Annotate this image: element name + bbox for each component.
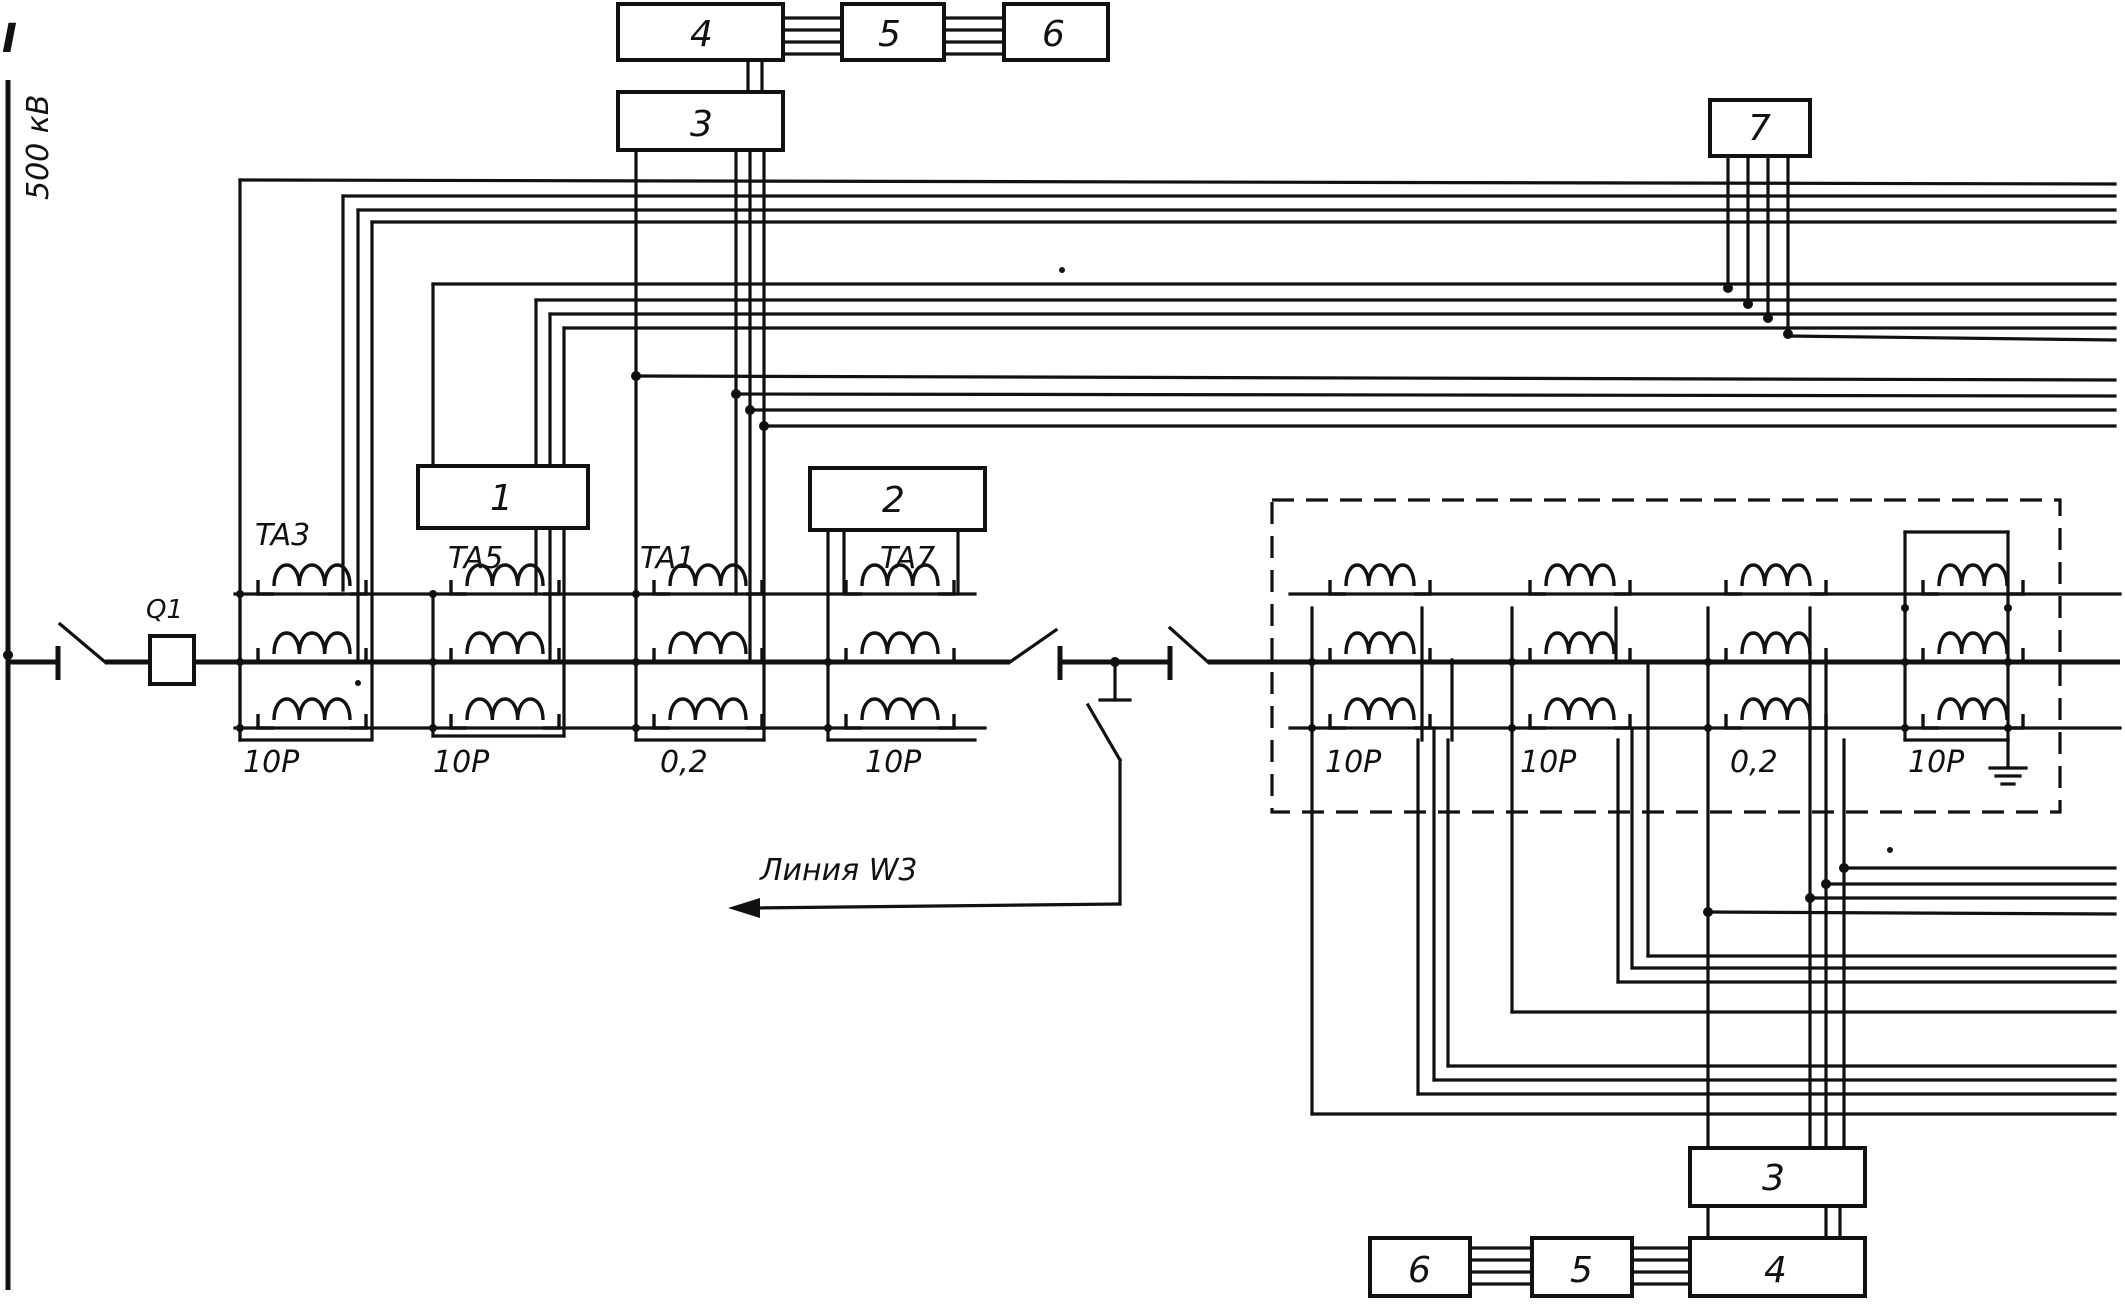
block-3-bottom	[1688, 1146, 1867, 1208]
block-5-bottom-label: 5	[1570, 1250, 1593, 1291]
main-line-left: Q1 Линия W3	[8, 595, 1173, 918]
ta-r1-class: 10P	[1325, 745, 1382, 780]
block-2	[808, 466, 987, 532]
ct-left-0-0	[256, 563, 368, 596]
block-7	[1708, 98, 1812, 158]
enclosure-dashed	[1270, 498, 2062, 814]
block-5-top-label: 5	[878, 14, 901, 55]
ta7-wiring	[824, 528, 977, 742]
ct-right-2-0	[1724, 563, 1828, 596]
right-bundle-top	[1786, 334, 2117, 342]
ta-r2-class: 10P	[1520, 745, 1577, 780]
block-6-bottom-label: 6	[1408, 1250, 1431, 1291]
block-4-top-label: 4	[690, 14, 713, 55]
right-wiring	[1308, 530, 2117, 1150]
ct-left-1-2	[449, 697, 561, 730]
busbar-id: I	[2, 16, 17, 62]
ta3-label: TA3	[255, 518, 310, 553]
ta5-label: TA5	[448, 541, 503, 576]
block-2-label: 2	[882, 480, 905, 521]
block-1	[416, 464, 590, 530]
block-4-top	[616, 2, 785, 62]
block-3-top	[616, 90, 785, 152]
ct-right-1-2	[1528, 697, 1632, 730]
ct-left-2-2	[652, 697, 764, 730]
ta5-wiring	[429, 282, 2117, 738]
busbar: I 500 кВ	[2, 16, 56, 1290]
ta3-wiring	[236, 178, 2117, 742]
block-5-top	[840, 2, 946, 62]
ta-r3-class: 0,2	[1730, 745, 1778, 780]
ta7-label: TA7	[880, 541, 935, 576]
ta5-class: 10P	[433, 745, 490, 780]
ct-right-0-1	[1328, 631, 1432, 664]
ct-right-1-1	[1528, 631, 1632, 664]
block-3-bottom-label: 3	[1762, 1158, 1785, 1199]
block-4-bottom-label: 4	[1764, 1250, 1787, 1291]
ct-left-3-2	[844, 697, 956, 730]
ta1-class: 0,2	[660, 745, 708, 780]
block-6-top-label: 6	[1042, 14, 1065, 55]
block-1-label: 1	[490, 478, 513, 519]
block-3-top-label: 3	[690, 104, 713, 145]
ta-r4-class: 10P	[1908, 745, 1965, 780]
ct-left-0-1	[256, 631, 368, 664]
ct-left-1-1	[449, 631, 561, 664]
block-7-wiring	[1723, 152, 1793, 339]
block-6-bottom	[1368, 1236, 1472, 1298]
breaker-q1	[148, 634, 196, 686]
coils-left	[256, 563, 956, 730]
ct-right-3-0	[1921, 563, 2025, 596]
block-4-bottom	[1688, 1236, 1867, 1298]
ct-right-0-0	[1328, 563, 1432, 596]
ct-left-3-1	[844, 631, 956, 664]
ct-right-3-2	[1921, 697, 2025, 730]
coils-right	[1328, 563, 2025, 730]
top-bus-4-5-6	[781, 16, 1006, 56]
ct-left-1-0	[449, 563, 561, 596]
ct-left-3-0	[844, 563, 956, 596]
ct-right-1-0	[1528, 563, 1632, 596]
ta7-class: 10P	[865, 745, 922, 780]
ct-left-0-2	[256, 697, 368, 730]
ground-icon	[1988, 738, 2028, 786]
ta3-class: 10P	[243, 745, 300, 780]
block-7-label: 7	[1748, 108, 1771, 149]
ct-right-3-1	[1921, 631, 2025, 664]
busbar-voltage: 500 кВ	[21, 95, 56, 201]
breaker-label: Q1	[146, 595, 183, 625]
line-w3-label: Линия W3	[759, 853, 918, 888]
block-6-top	[1002, 2, 1110, 62]
block-5-bottom	[1530, 1236, 1634, 1298]
ta1-label: TA1	[640, 541, 695, 576]
ct-left-2-1	[652, 631, 764, 664]
ct-right-0-2	[1328, 697, 1432, 730]
ta1-wiring	[631, 58, 2117, 742]
bottom-connections	[1706, 1204, 1842, 1240]
